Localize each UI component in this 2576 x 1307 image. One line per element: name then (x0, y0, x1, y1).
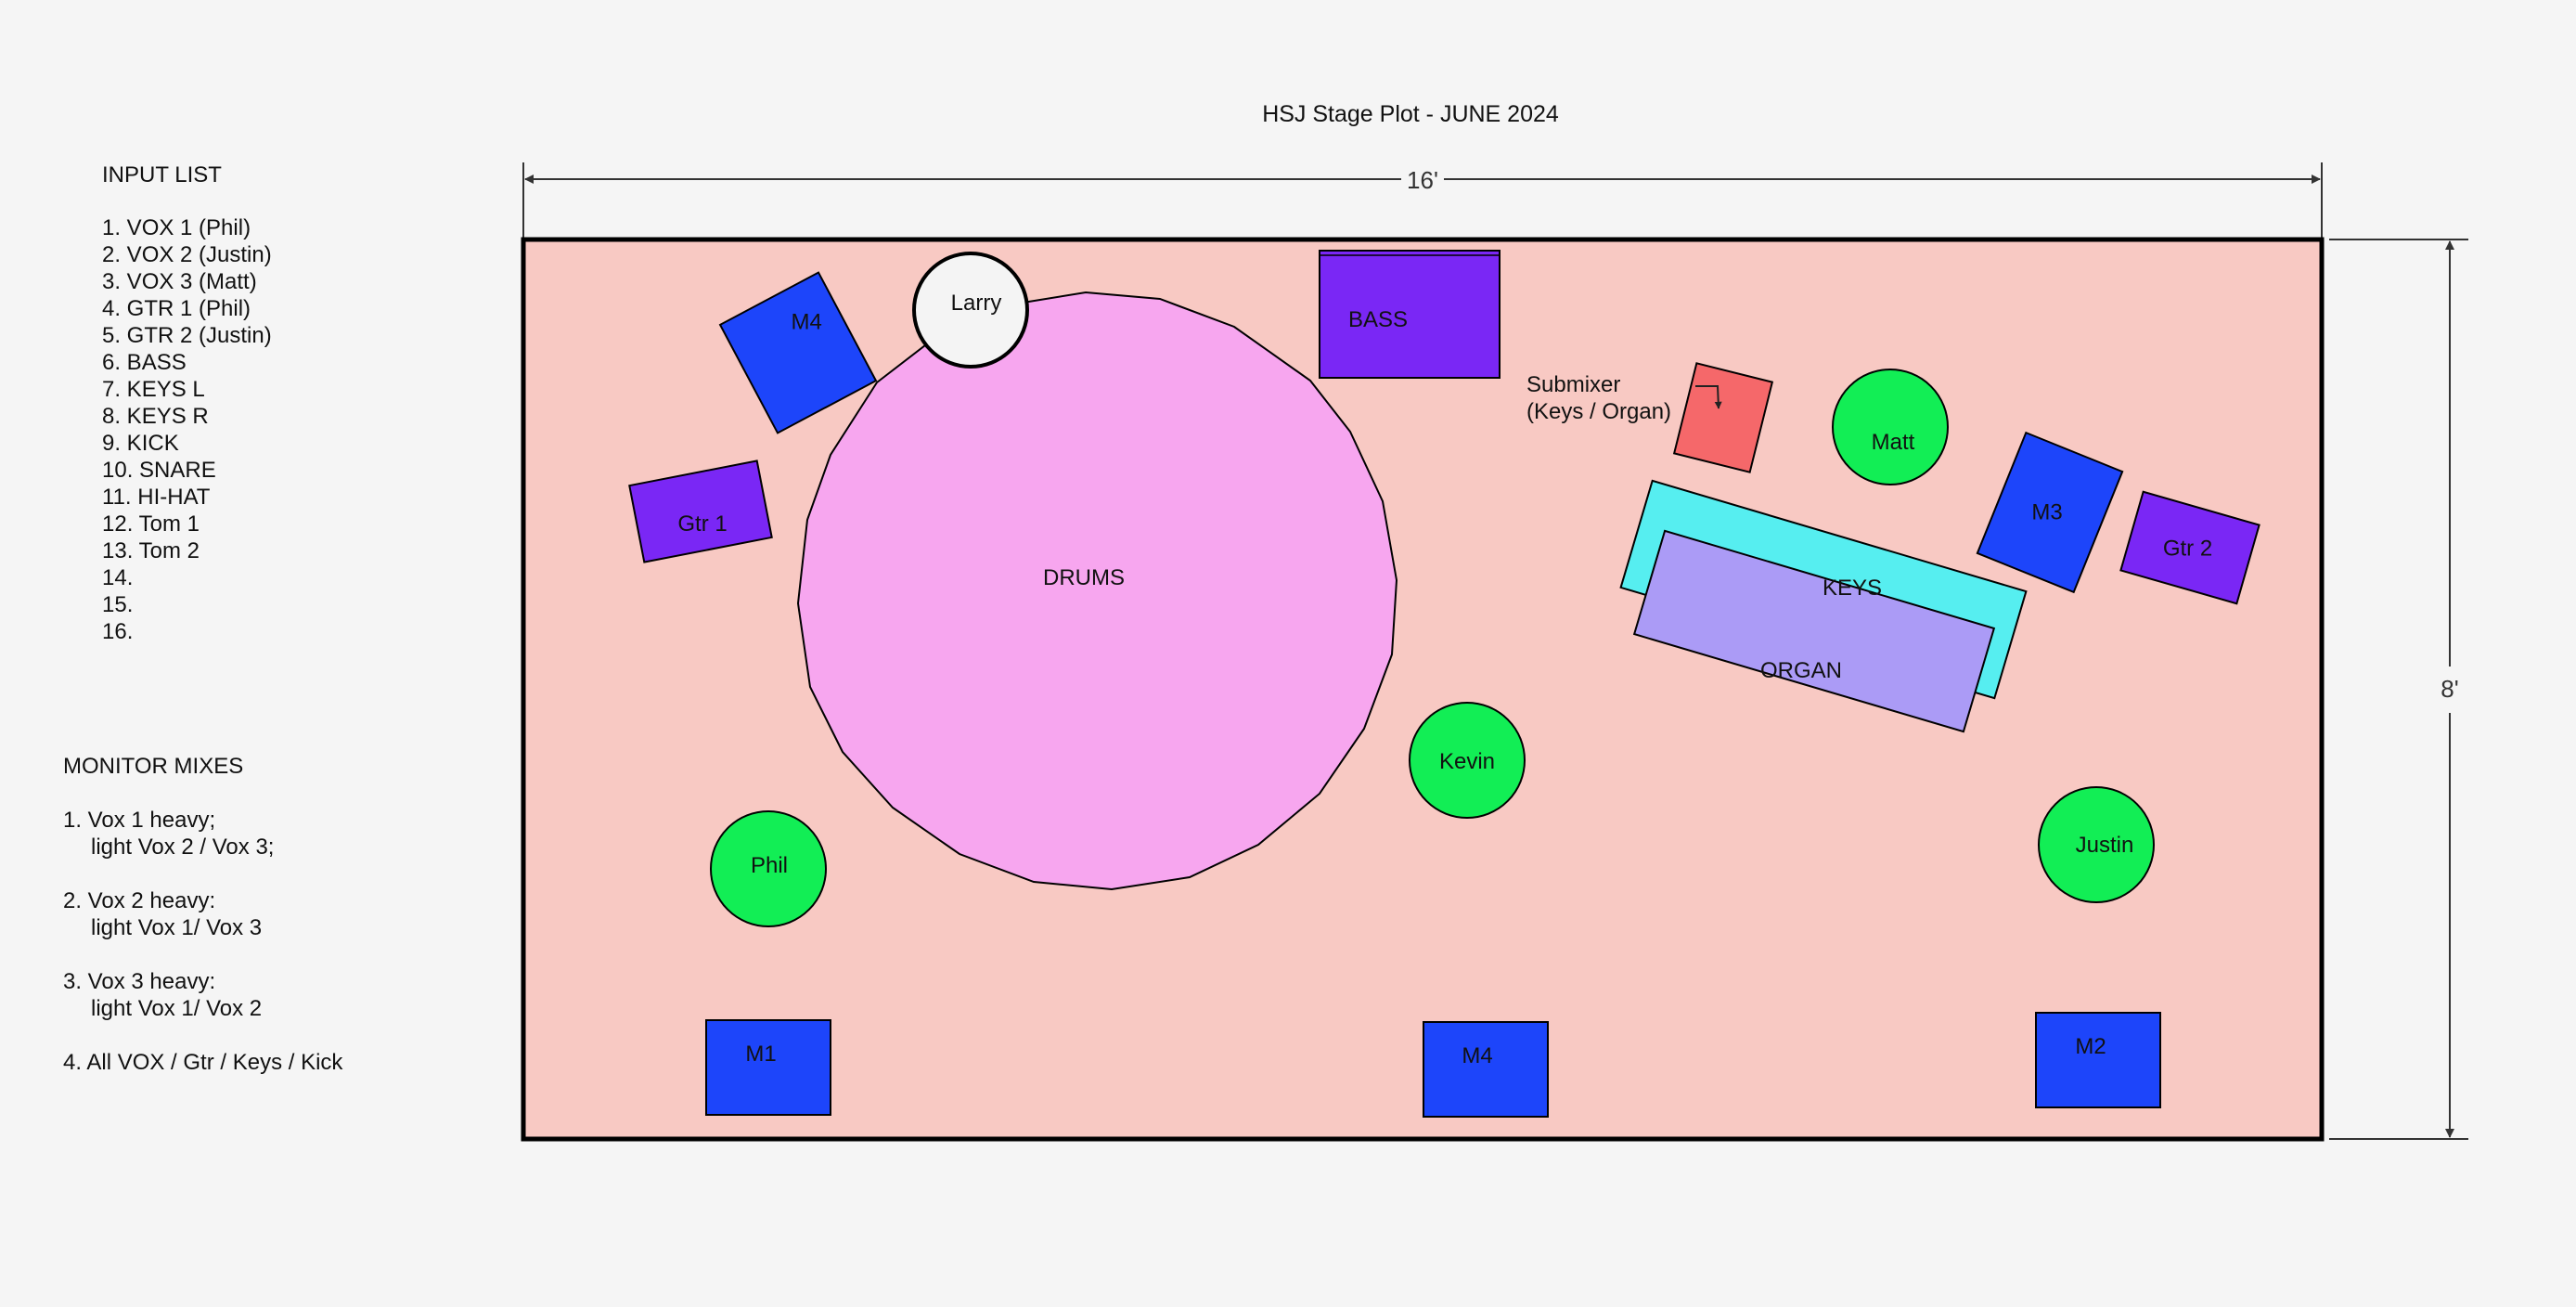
person-label-larry: Larry (951, 291, 1002, 316)
person-phil: Phil (710, 810, 827, 927)
submixer-label-line1: Submixer (1526, 372, 1620, 397)
input-list-item: 4. GTR 1 (Phil) (102, 296, 251, 321)
monitor-mix-3: 3. Vox 3 heavy: (63, 969, 215, 994)
input-list-item: 3. VOX 3 (Matt) (102, 269, 257, 294)
drummer-larry: Larry (912, 252, 1029, 369)
monitor-mixes: MONITOR MIXES 1. Vox 1 heavy; light Vox … (63, 754, 343, 1075)
submixer: Submixer (Keys / Organ) (1526, 362, 1774, 473)
monitor-mixes-heading: MONITOR MIXES (63, 754, 243, 779)
input-list-item: 13. Tom 2 (102, 538, 200, 563)
monitor-mix-3-detail: light Vox 1/ Vox 2 (91, 996, 262, 1021)
person-label-matt: Matt (1872, 430, 1915, 455)
height-dimension: 8' (2329, 239, 2468, 1140)
monitor-m4-top-label: M4 (792, 310, 822, 335)
guitar-amp-gtr1: Gtr 1 (628, 459, 773, 563)
input-list-item: 16. (102, 619, 133, 644)
input-list-item: 9. KICK (102, 431, 179, 456)
organ-instrument (1632, 529, 1996, 733)
bass-label: BASS (1348, 307, 1408, 332)
input-list-item: 5. GTR 2 (Justin) (102, 323, 272, 348)
bass-amp: BASS (1319, 250, 1501, 379)
monitor-m1-label: M1 (745, 1042, 776, 1067)
input-list-heading: INPUT LIST (102, 162, 222, 188)
monitor-mix-1: 1. Vox 1 heavy; (63, 808, 215, 833)
input-list-item: 6. BASS (102, 350, 187, 375)
height-label: 8' (2441, 675, 2458, 703)
monitor-m4-top: M4 (718, 271, 878, 434)
guitar-amp-gtr2: Gtr 2 (2119, 490, 2260, 605)
monitor-m3: M3 (1976, 431, 2124, 594)
monitor-m4-center-label: M4 (1462, 1043, 1492, 1068)
submixer-label-line2: (Keys / Organ) (1526, 399, 1671, 424)
monitor-mix-2: 2. Vox 2 heavy: (63, 888, 215, 913)
drums-label: DRUMS (1043, 565, 1125, 590)
input-list-item: 8. KEYS R (102, 404, 209, 429)
drum-riser (796, 291, 1398, 891)
monitor-m1: M1 (705, 1019, 831, 1116)
person-label-phil: Phil (751, 853, 788, 878)
keys-label: KEYS (1823, 576, 1882, 601)
gtr2-label: Gtr 2 (2163, 537, 2212, 562)
person-matt: Matt (1832, 369, 1949, 485)
organ-label: ORGAN (1760, 658, 1842, 683)
input-list-item: 11. HI-HAT (102, 485, 211, 510)
monitor-m2: M2 (2035, 1012, 2161, 1108)
width-dimension: 16' (522, 162, 2323, 239)
input-list-item: 10. SNARE (102, 458, 216, 483)
monitor-mix-1-detail: light Vox 2 / Vox 3; (91, 835, 274, 860)
person-label-justin: Justin (2076, 833, 2134, 858)
person-kevin: Kevin (1409, 702, 1526, 819)
plot-title: HSJ Stage Plot - JUNE 2024 (1262, 101, 1559, 127)
input-list-item: 7. KEYS L (102, 377, 205, 402)
width-label: 16' (1407, 166, 1438, 194)
input-list-item: 14. (102, 565, 133, 590)
input-list: INPUT LIST 1. VOX 1 (Phil) 2. VOX 2 (Jus… (102, 162, 272, 644)
person-justin: Justin (2038, 786, 2155, 903)
submixer-arrow-icon (1695, 385, 1722, 409)
gtr1-label: Gtr 1 (677, 511, 727, 537)
monitor-m3-label: M3 (2031, 499, 2062, 524)
input-list-item: 1. VOX 1 (Phil) (102, 215, 251, 240)
input-list-item: 15. (102, 592, 133, 617)
input-list-item: 12. Tom 1 (102, 511, 200, 537)
monitor-m2-label: M2 (2075, 1034, 2106, 1059)
monitor-m4-center: M4 (1423, 1021, 1549, 1118)
monitor-mix-4: 4. All VOX / Gtr / Keys / Kick (63, 1050, 343, 1075)
input-list-item: 2. VOX 2 (Justin) (102, 242, 272, 267)
person-label-kevin: Kevin (1439, 749, 1495, 774)
monitor-mix-2-detail: light Vox 1/ Vox 3 (91, 915, 262, 940)
